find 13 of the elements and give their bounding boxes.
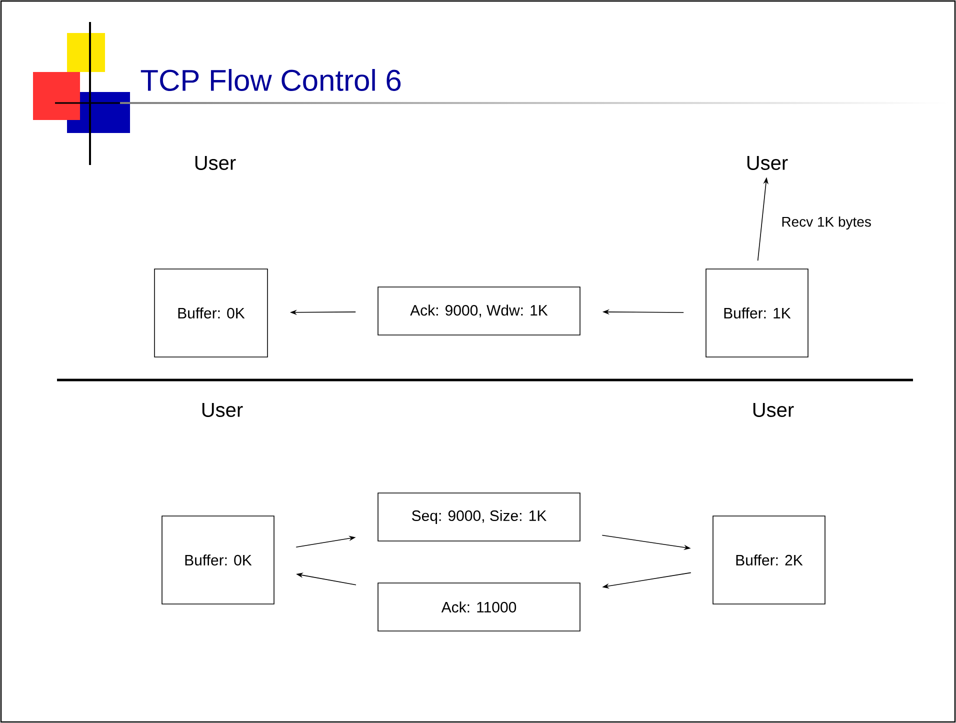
user-label: User (195, 156, 236, 170)
buffer-box: Seq: 9000, Size: 1K (378, 492, 580, 542)
buffer-box: Buffer: 2K (712, 516, 826, 604)
user-label: User (753, 403, 794, 417)
buffer-box: Buffer: 0K (162, 516, 274, 604)
buffer-box: Ack: 11000 (378, 582, 580, 632)
buffer-box: Buffer: 0K (154, 268, 268, 358)
user-label: User (202, 403, 243, 417)
buffer-box: Buffer: 1K (706, 268, 808, 358)
edge-label: Recv 1K bytes (780, 215, 872, 231)
slide-title: TCP Flow Control 6 (140, 68, 401, 92)
buffer-box: Ack: 9000, Wdw: 1K (378, 286, 580, 336)
user-label: User (747, 156, 788, 170)
